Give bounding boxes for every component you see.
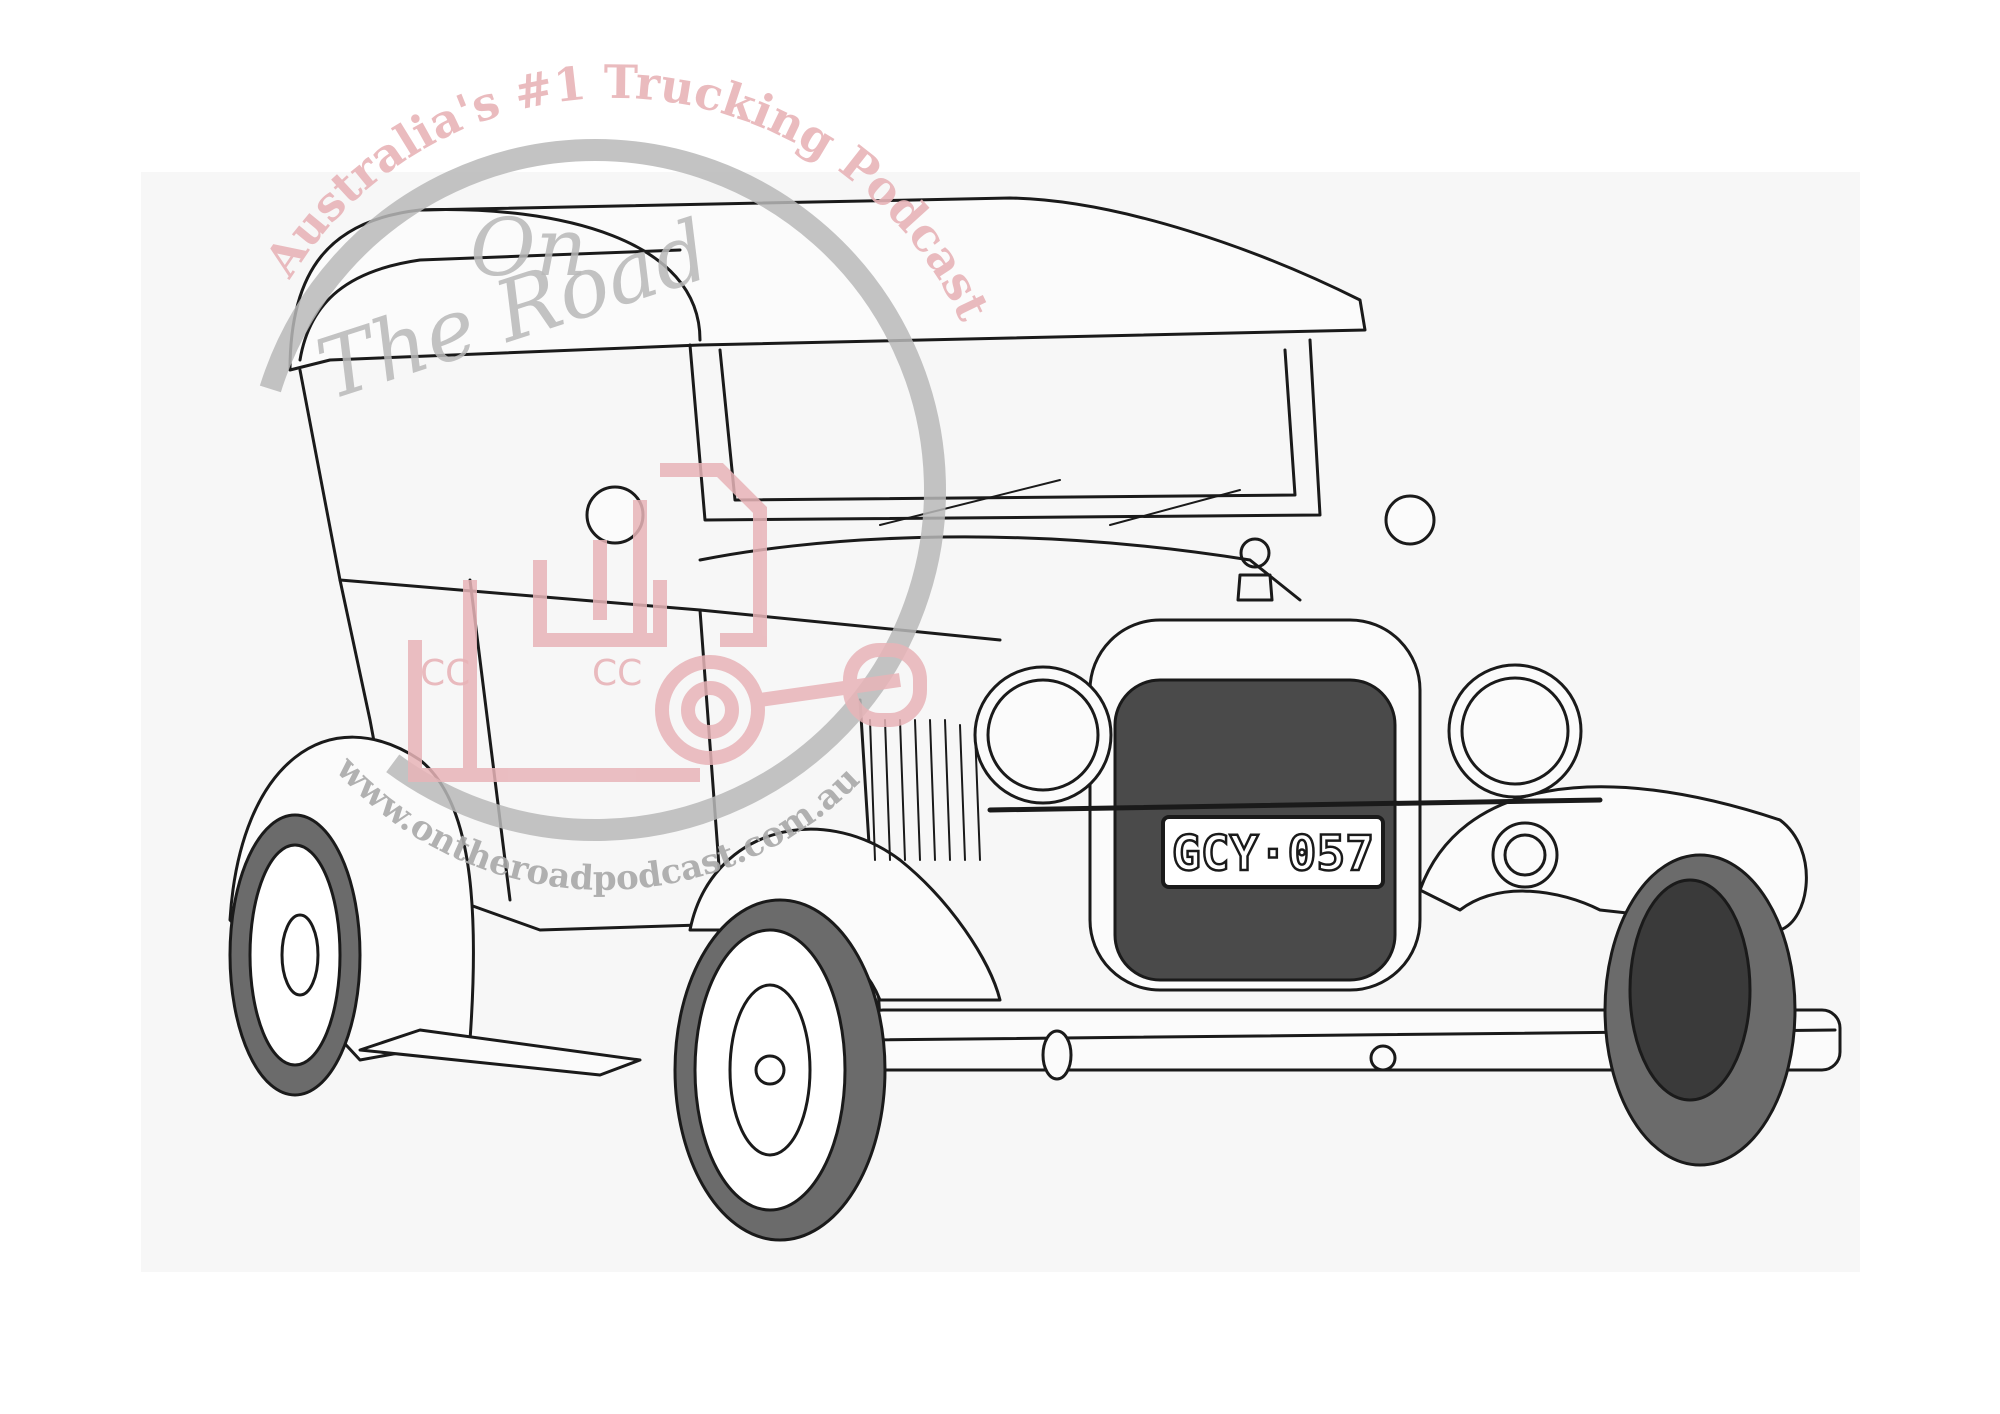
license-plate-text: GCY·057 [1172, 826, 1374, 882]
hood [698, 535, 1302, 602]
license-plate: GCY·057 [1161, 815, 1385, 889]
headlight-left [973, 665, 1113, 805]
headlight-right [1447, 663, 1583, 799]
soft-top [288, 196, 1367, 372]
running-board [358, 1028, 642, 1077]
